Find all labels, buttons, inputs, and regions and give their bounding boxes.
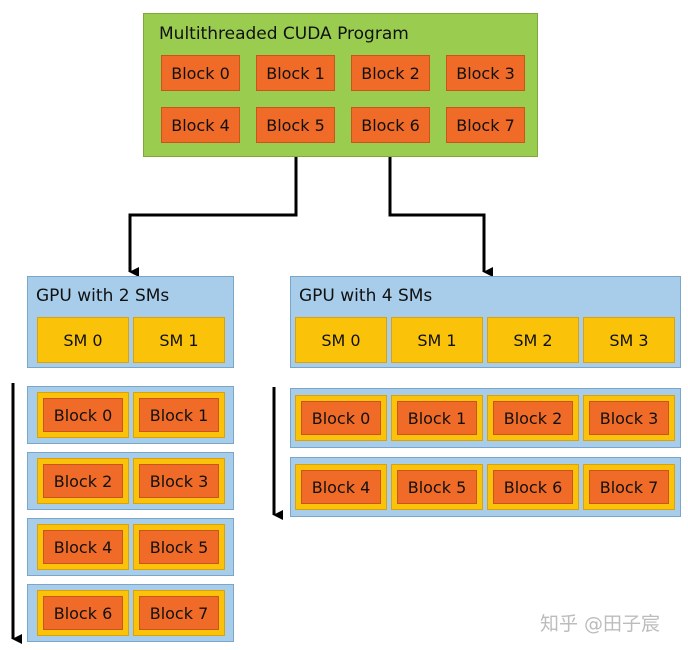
gpu4-row1-block3: Block 7 — [589, 470, 669, 504]
gpu2-row2-slot0: Block 4 — [37, 524, 129, 570]
gpu2-row2-block1: Block 5 — [139, 530, 219, 564]
program-title: Multithreaded CUDA Program — [159, 24, 409, 44]
gpu-4sm-box: GPU with 4 SMs SM 0 SM 1 SM 2 SM 3 — [290, 276, 681, 368]
gpu-2sm-box: GPU with 2 SMs SM 0 SM 1 — [27, 276, 234, 368]
arrow-to-gpu2 — [128, 156, 298, 277]
watermark-text: 知乎 @田子宸 — [540, 613, 661, 635]
gpu4-row0-block3: Block 3 — [589, 401, 669, 435]
gpu4-row1-block0: Block 4 — [301, 470, 381, 504]
gpu2-row1-block0: Block 2 — [43, 464, 123, 498]
gpu4-sm-1: SM 1 — [391, 317, 483, 363]
gpu4-row1-block1: Block 5 — [397, 470, 477, 504]
gpu2-row3-block1: Block 7 — [139, 596, 219, 630]
gpu4-schedule-row-1: Block 4 Block 5 Block 6 Block 7 — [290, 457, 681, 517]
gpu4-row0-slot1: Block 1 — [391, 395, 483, 441]
program-block-5: Block 5 — [256, 107, 335, 143]
program-block-0: Block 0 — [161, 55, 240, 91]
gpu4-schedule-row-0: Block 0 Block 1 Block 2 Block 3 — [290, 388, 681, 448]
gpu4-row0-slot2: Block 2 — [487, 395, 579, 441]
gpu4-row0-block0: Block 0 — [301, 401, 381, 435]
gpu2-row3-slot1: Block 7 — [133, 590, 225, 636]
program-block-1: Block 1 — [256, 55, 335, 91]
gpu2-row2-block0: Block 4 — [43, 530, 123, 564]
gpu4-row1-block2: Block 6 — [493, 470, 573, 504]
program-block-3: Block 3 — [446, 55, 525, 91]
gpu2-row0-block1: Block 1 — [139, 398, 219, 432]
gpu2-schedule-row-0: Block 0 Block 1 — [27, 386, 234, 444]
gpu2-row1-block1: Block 3 — [139, 464, 219, 498]
gpu2-row1-slot0: Block 2 — [37, 458, 129, 504]
gpu4-row0-block2: Block 2 — [493, 401, 573, 435]
gpu2-row2-slot1: Block 5 — [133, 524, 225, 570]
gpu2-schedule-row-3: Block 6 Block 7 — [27, 584, 234, 642]
gpu2-row0-slot1: Block 1 — [133, 392, 225, 438]
gpu4-row0-slot3: Block 3 — [583, 395, 675, 441]
gpu2-sm-0: SM 0 — [37, 317, 129, 363]
gpu4-row1-slot3: Block 7 — [583, 464, 675, 510]
arrow-to-gpu4 — [388, 156, 493, 277]
gpu4-sm-3: SM 3 — [583, 317, 675, 363]
gpu4-row1-slot0: Block 4 — [295, 464, 387, 510]
gpu2-row3-block0: Block 6 — [43, 596, 123, 630]
program-block-2: Block 2 — [351, 55, 430, 91]
gpu2-row1-slot1: Block 3 — [133, 458, 225, 504]
cuda-program-box: Multithreaded CUDA Program Block 0 Block… — [143, 13, 538, 157]
gpu4-row1-slot2: Block 6 — [487, 464, 579, 510]
gpu2-row0-slot0: Block 0 — [37, 392, 129, 438]
gpu4-sm-2: SM 2 — [487, 317, 579, 363]
gpu2-row0-block0: Block 0 — [43, 398, 123, 432]
gpu-4sm-title: GPU with 4 SMs — [299, 286, 433, 306]
gpu4-row1-slot1: Block 5 — [391, 464, 483, 510]
gpu-2sm-title: GPU with 2 SMs — [36, 286, 170, 306]
program-block-4: Block 4 — [161, 107, 240, 143]
gpu4-row0-slot0: Block 0 — [295, 395, 387, 441]
gpu4-row0-block1: Block 1 — [397, 401, 477, 435]
gpu2-sm-1: SM 1 — [133, 317, 225, 363]
program-block-6: Block 6 — [351, 107, 430, 143]
gpu4-sm-0: SM 0 — [295, 317, 387, 363]
gpu2-row3-slot0: Block 6 — [37, 590, 129, 636]
gpu2-schedule-row-2: Block 4 Block 5 — [27, 518, 234, 576]
gpu2-schedule-row-1: Block 2 Block 3 — [27, 452, 234, 510]
program-block-7: Block 7 — [446, 107, 525, 143]
